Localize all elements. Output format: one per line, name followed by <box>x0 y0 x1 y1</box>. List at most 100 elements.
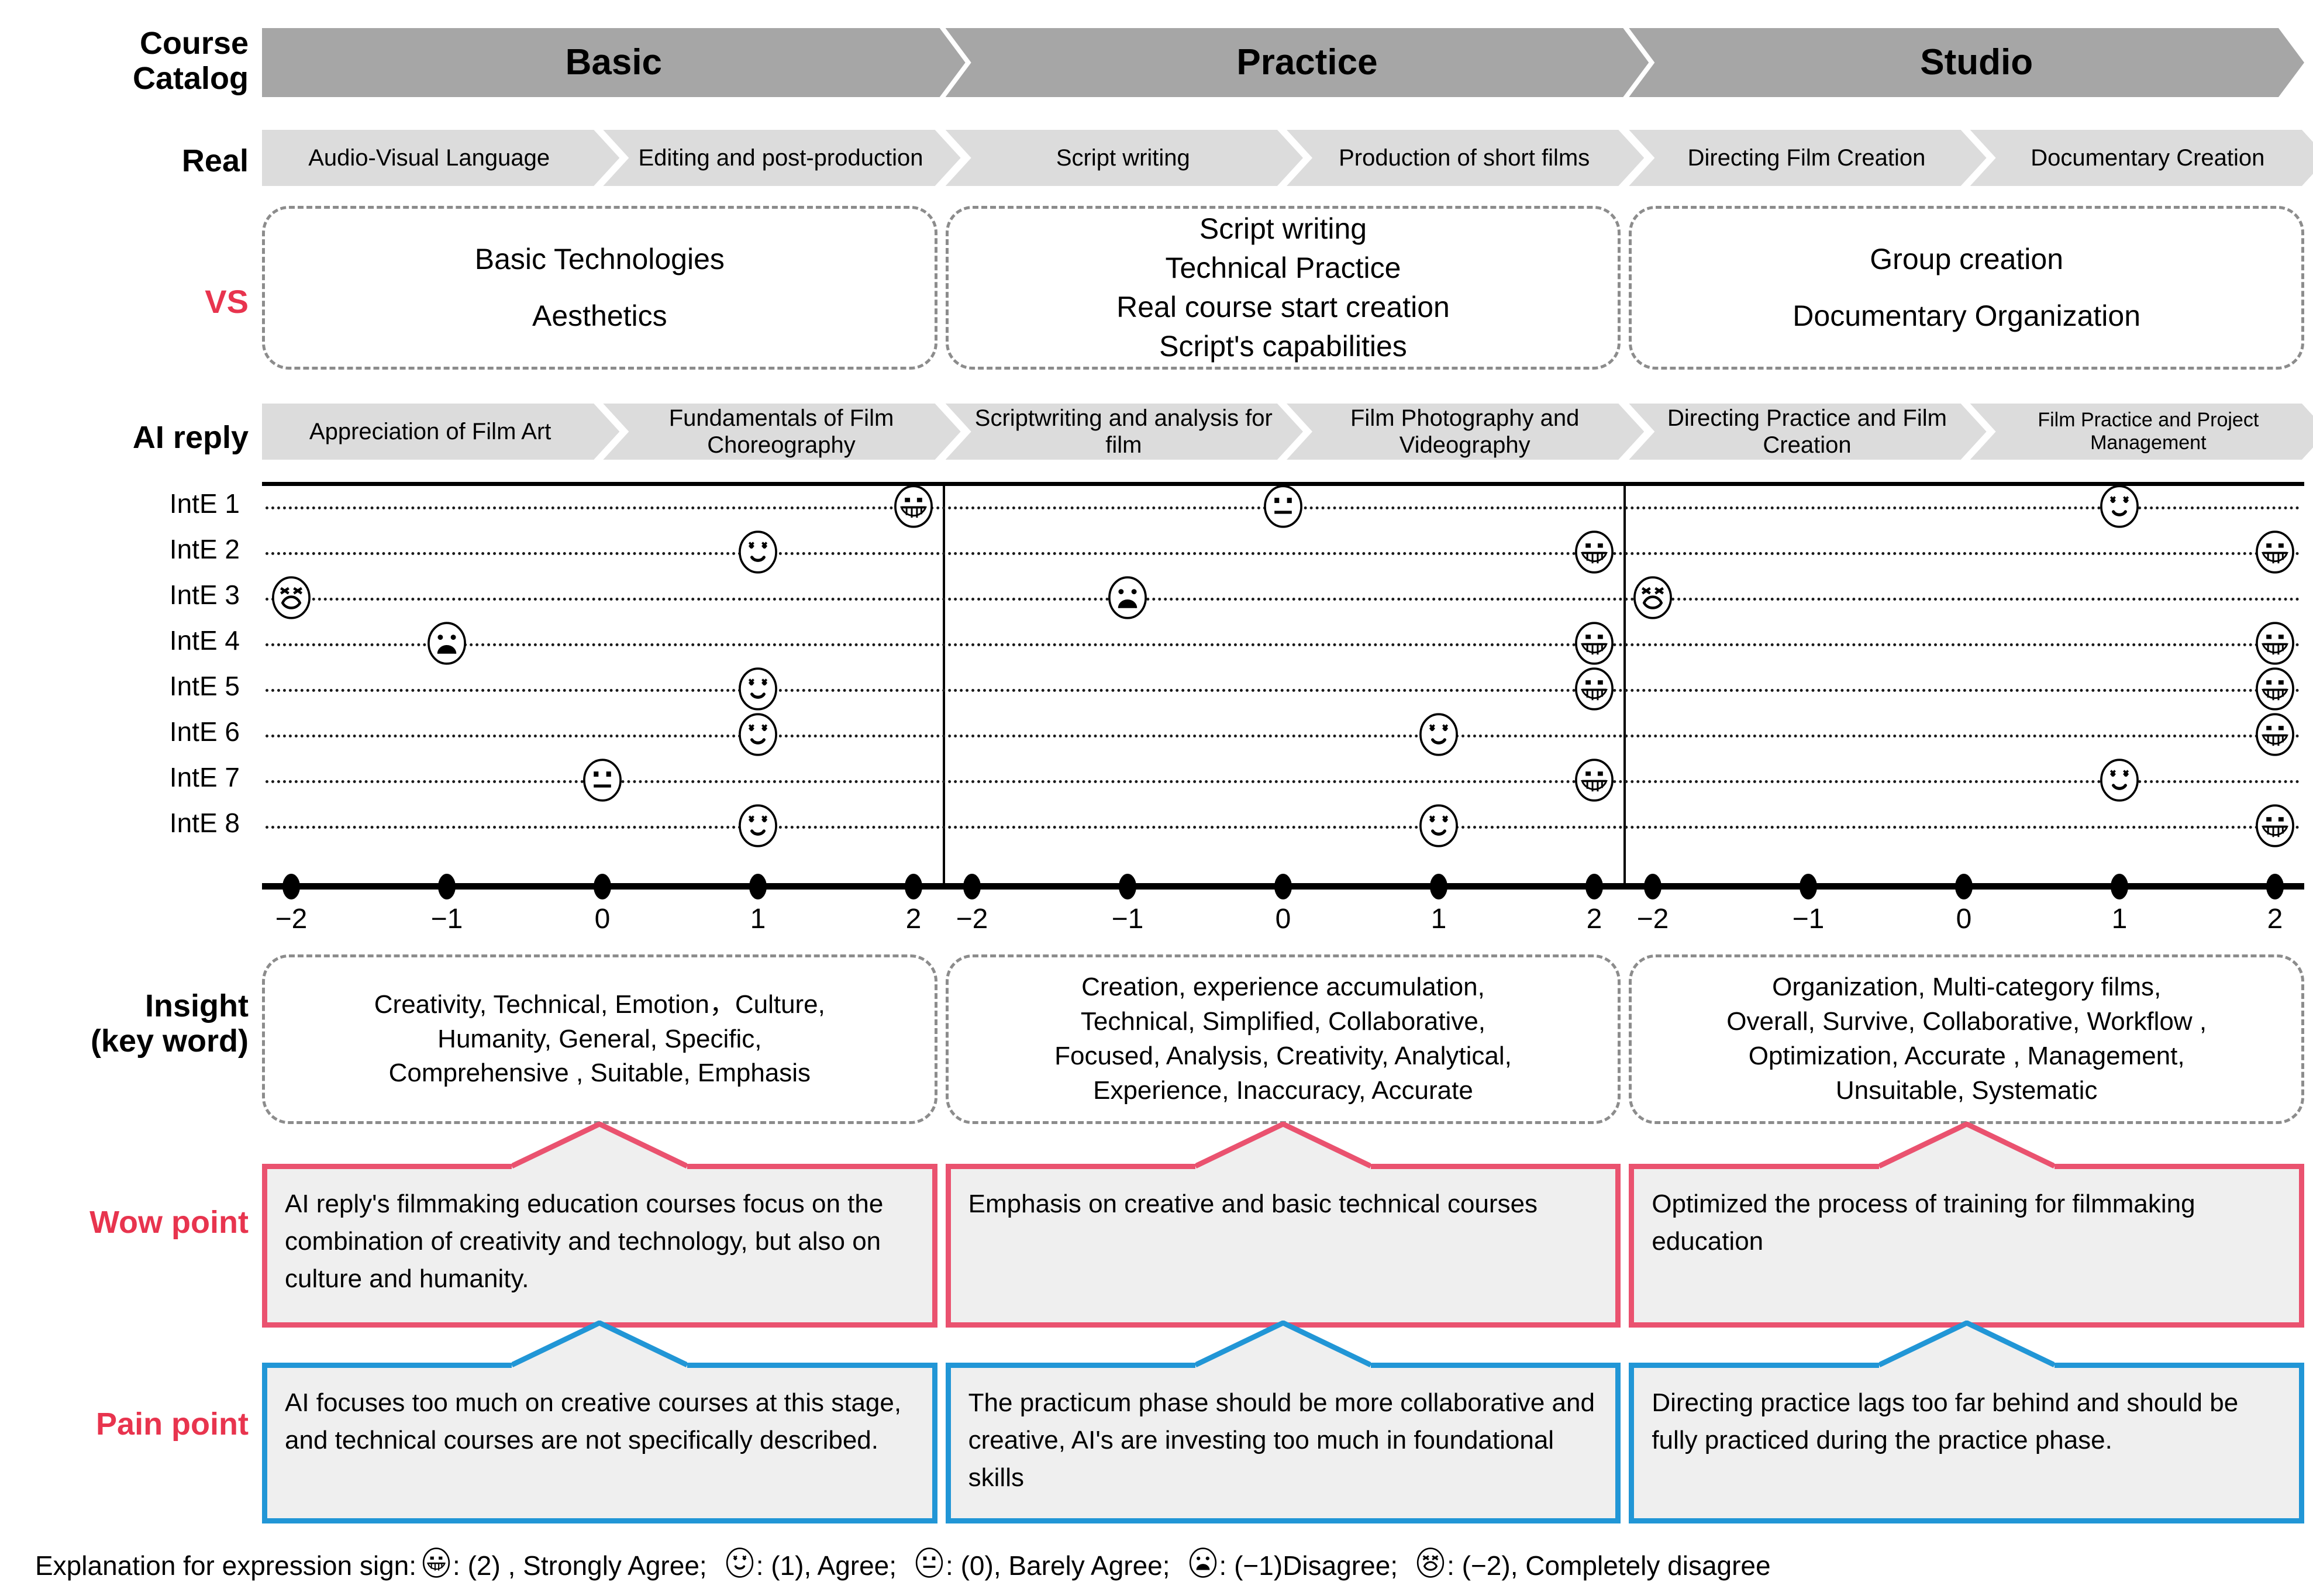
legend-anguish-label: : (−2), Completely disagree <box>1447 1550 1771 1581</box>
plot-ylabel-2: IntE 3 <box>169 580 240 610</box>
plot-marker-grin-icon <box>1573 754 1616 806</box>
stage-chevron-studio: Studio <box>1629 28 2304 97</box>
plot-tick-label-0-2: 0 <box>594 904 611 935</box>
wow-point-notch-2 <box>1877 1121 2056 1172</box>
plot-tick-dot-1-0 <box>963 874 981 899</box>
real-course-label: Script writing <box>1056 145 1190 171</box>
legend-smile-label: : (1), Agree; <box>756 1550 897 1581</box>
legend-grin-label: : (2) , Strongly Agree; <box>453 1550 707 1581</box>
legend-row: Explanation for expression sign: : (2) ,… <box>35 1543 2304 1588</box>
real-course-chevron-1: Editing and post-production <box>603 130 960 186</box>
plot-tick-dot-1-4 <box>1585 874 1603 899</box>
plot-marker-anguish-icon <box>270 572 313 623</box>
stage-chevron-basic: Basic <box>262 28 966 97</box>
plot-marker-grin-icon <box>1573 618 1616 669</box>
plot-tick-dot-1-3 <box>1430 874 1447 899</box>
insight-box-0: Creativity, Technical, Emotion，Culture,H… <box>262 954 937 1124</box>
ai-reply-label: Fundamentals of Film Choreography <box>668 405 894 458</box>
legend-frown-icon <box>1188 1545 1218 1587</box>
pain-point-text: The practicum phase should be more colla… <box>968 1388 1595 1492</box>
ai-reply-chevron-5: Film Practice and Project Management <box>1970 404 2313 460</box>
legend-item-smile: : (1), Agree; <box>707 1545 897 1587</box>
ai-reply-label: Directing Practice and Film Creation <box>1667 405 1947 458</box>
real-course-chevron-0: Audio-Visual Language <box>262 130 619 186</box>
plot-marker-smile-icon <box>736 526 780 578</box>
real-course-label: Production of short films <box>1339 145 1590 171</box>
vs-line: Script's capabilities <box>1159 330 1407 363</box>
pain-point-text: Directing practice lags too far behind a… <box>1652 1388 2239 1454</box>
legend-item-grin: : (2) , Strongly Agree; <box>416 1545 707 1587</box>
pain-point-text: AI focuses too much on creative courses … <box>285 1388 902 1454</box>
plot-tick-label-2-2: 0 <box>1956 904 1972 935</box>
plot-tick-dot-2-1 <box>1800 874 1817 899</box>
plot-tick-dot-0-2 <box>594 874 611 899</box>
real-course-label: Audio-Visual Language <box>308 145 550 171</box>
legend-item-neutral: : (0), Barely Agree; <box>897 1545 1170 1587</box>
legend-frown-label: : (−1)Disagree; <box>1219 1550 1398 1581</box>
real-course-label: Editing and post-production <box>638 145 923 171</box>
insight-box-1: Creation, experience accumulation,Techni… <box>945 954 1621 1124</box>
row-label-wow-point: Wow point <box>89 1205 249 1240</box>
plot-tick-dot-2-2 <box>1955 874 1973 899</box>
plot-gridline-5 <box>266 735 2301 737</box>
plot-marker-frown-icon <box>1106 572 1149 623</box>
plot-tick-label-2-0: −2 <box>1636 904 1669 935</box>
insight-line: Technical, Simplified, Collaborative, <box>1080 1007 1486 1036</box>
plot-marker-anguish-icon <box>1631 572 1674 623</box>
vs-line: Real course start creation <box>1116 291 1450 323</box>
plot-marker-neutral-icon <box>581 754 624 806</box>
plot-ylabel-0: IntE 1 <box>169 488 240 519</box>
vs-line: Documentary Organization <box>1793 299 2141 332</box>
plot-marker-smile-icon <box>736 709 780 760</box>
pain-point-notch-0 <box>511 1320 689 1371</box>
plot-tick-dot-1-2 <box>1274 874 1292 899</box>
row-label-ai-reply: AI reply <box>132 420 249 455</box>
legend-grin-icon <box>421 1545 451 1587</box>
plot-ylabel-3: IntE 4 <box>169 625 240 656</box>
plot-marker-smile-icon <box>1417 800 1460 852</box>
real-course-label: Directing Film Creation <box>1687 145 1926 171</box>
plot-marker-grin-icon <box>2253 709 2297 760</box>
plot-tick-dot-0-0 <box>282 874 300 899</box>
plot-ylabel-1: IntE 2 <box>169 534 240 564</box>
plot-marker-smile-icon <box>2098 481 2141 532</box>
plot-ylabel-4: IntE 5 <box>169 671 240 701</box>
plot-tick-dot-2-0 <box>1644 874 1662 899</box>
plot-panel-separator-1 <box>943 482 945 883</box>
plot-gridline-2 <box>266 598 2301 601</box>
ai-reply-label: Film Photography and Videography <box>1350 405 1580 458</box>
pain-point-notch-1 <box>1194 1320 1372 1371</box>
legend-item-anguish: : (−2), Completely disagree <box>1398 1545 1771 1587</box>
insight-line: Organization, Multi-category films, <box>1772 973 2162 1002</box>
plot-marker-grin-icon <box>1573 663 1616 715</box>
plot-ylabel-6: IntE 7 <box>169 762 240 792</box>
stage-chevron-practice: Practice <box>946 28 1649 97</box>
row-label-real: Real <box>181 143 249 178</box>
plot-tick-dot-2-3 <box>2111 874 2128 899</box>
ai-reply-chevron-1: Fundamentals of Film Choreography <box>603 404 960 460</box>
insight-line: Unsuitable, Systematic <box>1835 1076 2098 1105</box>
insight-line: Overall, Survive, Collaborative, Workflo… <box>1726 1007 2207 1036</box>
plot-marker-grin-icon <box>2253 526 2297 578</box>
plot-tick-label-2-4: 2 <box>2267 904 2283 935</box>
real-course-chevron-3: Production of short films <box>1287 130 1644 186</box>
ai-reply-chevron-4: Directing Practice and Film Creation <box>1629 404 1986 460</box>
plot-gridline-4 <box>266 689 2301 692</box>
plot-marker-grin-icon <box>1573 526 1616 578</box>
wow-point-box-2: Optimized the process of training for fi… <box>1629 1164 2304 1328</box>
ai-reply-label: Film Practice and Project Management <box>2038 408 2259 454</box>
plot-tick-label-1-0: −2 <box>956 904 988 935</box>
plot-marker-grin-icon <box>892 481 935 532</box>
plot-gridline-3 <box>266 643 2301 646</box>
stage-label: Basic <box>565 42 663 83</box>
stage-label: Studio <box>1920 42 2033 83</box>
insight-line: Optimization, Accurate , Management, <box>1748 1042 2185 1070</box>
row-label-insight: Insight(key word) <box>90 988 249 1059</box>
plot-gridline-7 <box>266 826 2301 829</box>
real-course-chevron-2: Script writing <box>946 130 1303 186</box>
plot-marker-neutral-icon <box>1261 481 1305 532</box>
real-course-chevron-5: Documentary Creation <box>1970 130 2313 186</box>
